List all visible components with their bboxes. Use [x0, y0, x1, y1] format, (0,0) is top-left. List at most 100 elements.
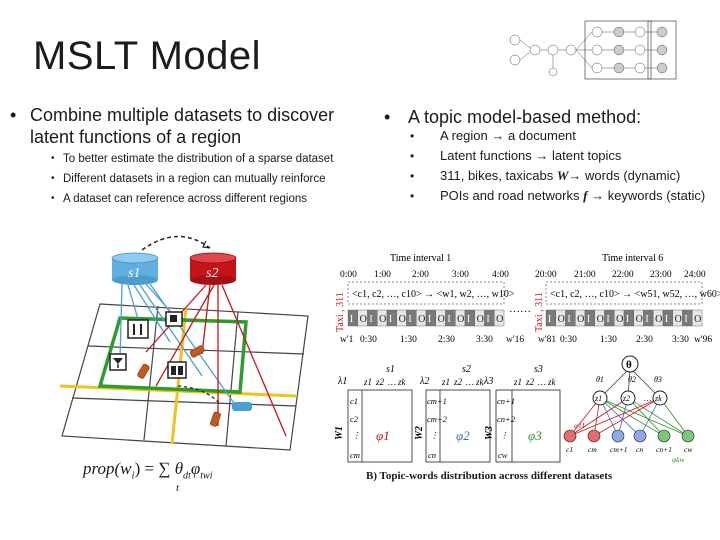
svg-text:cm+1: cm+1 [427, 396, 447, 406]
svg-text:…: … [388, 377, 396, 387]
block2 [425, 389, 491, 463]
thumbnail-graph [505, 18, 683, 82]
svg-text:zk: zk [397, 377, 407, 387]
io-cell-label: I [645, 314, 648, 325]
topic-nodes [592, 390, 668, 406]
svg-text:1:30: 1:30 [400, 335, 417, 345]
block1 [347, 389, 413, 463]
interval6-label: Time interval 6 [602, 253, 663, 264]
svg-text:cm: cm [588, 445, 597, 454]
io-cell-label: O [694, 314, 701, 325]
svg-text:cn+1: cn+1 [656, 445, 672, 454]
svg-text:⋮: ⋮ [430, 430, 439, 440]
timeline-dots: …… [509, 303, 531, 315]
trip-path [177, 385, 221, 405]
svg-text:θ: θ [626, 359, 632, 371]
svg-text:zk: zk [475, 377, 485, 387]
svg-text:cn: cn [636, 445, 643, 454]
right-main-text: A topic model-based method: [408, 107, 642, 127]
w-labels: W1 W2 W3 [334, 426, 495, 440]
svg-text:φ3: φ3 [528, 428, 542, 443]
lambda2: λ2 [419, 376, 429, 387]
svg-text:…: … [644, 394, 651, 403]
matrix-caption: B) Topic-words distribution across diffe… [366, 470, 613, 482]
dataset-link [141, 235, 211, 251]
svg-text:21:00: 21:00 [574, 270, 596, 280]
io-cell-label: I [587, 314, 590, 325]
io-cell-label: O [477, 314, 484, 325]
io-cell [692, 309, 703, 327]
svg-text:w'1: w'1 [340, 335, 354, 345]
io-cell-label: O [655, 314, 662, 325]
bag1-box [347, 281, 505, 305]
io-cell-label: I [626, 314, 629, 325]
svg-text:2:30: 2:30 [438, 335, 455, 345]
side-label-6: Taxi , 311 [534, 292, 545, 332]
io-cell-label: O [636, 314, 643, 325]
side-label-1: Taxi , 311 [335, 292, 346, 332]
svg-text:…: … [538, 377, 546, 387]
bike-icon [232, 402, 252, 411]
left-main-line1: Combine multiple datasets to discover [30, 105, 335, 125]
proportion-formula: prop(wi) = ∑ θdtφtwi [83, 459, 213, 482]
svg-text:1:30: 1:30 [600, 335, 617, 345]
svg-text:24:00: 24:00 [684, 270, 706, 280]
io-cell [494, 309, 505, 327]
io-cell-label: O [597, 314, 604, 325]
svg-text:20:00: 20:00 [535, 270, 557, 280]
io-cell-label: I [447, 314, 450, 325]
svg-text:z1: z1 [513, 377, 522, 387]
svg-text:1:00: 1:00 [374, 270, 391, 280]
s1-matrix: s1 [386, 364, 395, 375]
cafe-icon [165, 311, 183, 327]
svg-text:θ3: θ3 [654, 375, 662, 384]
svg-text:φ11: φ11 [574, 421, 585, 430]
phi-labels: φ1 φ2 φ3 [376, 428, 542, 443]
block3 [495, 389, 561, 463]
left-main-bullet: • Combine multiple datasets to discover … [10, 104, 370, 148]
svg-text:z2: z2 [375, 377, 385, 387]
svg-text:zk: zk [654, 394, 662, 403]
io-cell-label: O [675, 314, 682, 325]
s3-matrix: s3 [534, 364, 543, 375]
taxi-icon [137, 345, 221, 427]
s1-label: s1 [128, 266, 140, 281]
io-cell-label: I [467, 314, 470, 325]
svg-text:cn: cn [428, 450, 436, 460]
s1-links [119, 283, 237, 407]
svg-text:φ2: φ2 [456, 428, 470, 443]
io-cell-label: O [496, 314, 503, 325]
left-sub-3-text: A dataset can reference across different… [63, 193, 307, 205]
io-cell-label: I [486, 314, 489, 325]
word-nodes [563, 429, 695, 443]
dataset-s1-icon [111, 252, 159, 285]
svg-text:w'81: w'81 [538, 335, 556, 345]
right-main-bullet: • A topic model-based method: [384, 107, 642, 127]
io-cell-label: O [558, 314, 565, 325]
svg-text:φkw: φkw [672, 455, 684, 464]
dataset-s2-icon [189, 252, 237, 285]
s2-label: s2 [206, 266, 218, 281]
io-cell-label: I [428, 314, 431, 325]
svg-text:…: … [466, 377, 474, 387]
svg-text:3:00: 3:00 [452, 270, 469, 280]
left-sub-2-text: Different datasets in a region can mutua… [63, 173, 326, 185]
io-cell-label: I [389, 314, 392, 325]
right-sub-2: •Latent functions → latent topics [410, 148, 622, 163]
svg-text:φ1: φ1 [376, 428, 390, 443]
bar-icon [109, 353, 127, 371]
svg-text:w'96: w'96 [694, 335, 712, 345]
svg-text:θ2: θ2 [628, 375, 636, 384]
restaurant-icon [127, 319, 149, 339]
io-cell-label: O [616, 314, 623, 325]
io-cell-label: I [350, 314, 353, 325]
left-sub-1: •To better estimate the distribution of … [51, 153, 334, 165]
left-main-line2: latent functions of a region [30, 127, 242, 147]
svg-text:22:00: 22:00 [612, 270, 634, 280]
svg-text:z2: z2 [525, 377, 535, 387]
io-cell-label: I [408, 314, 411, 325]
